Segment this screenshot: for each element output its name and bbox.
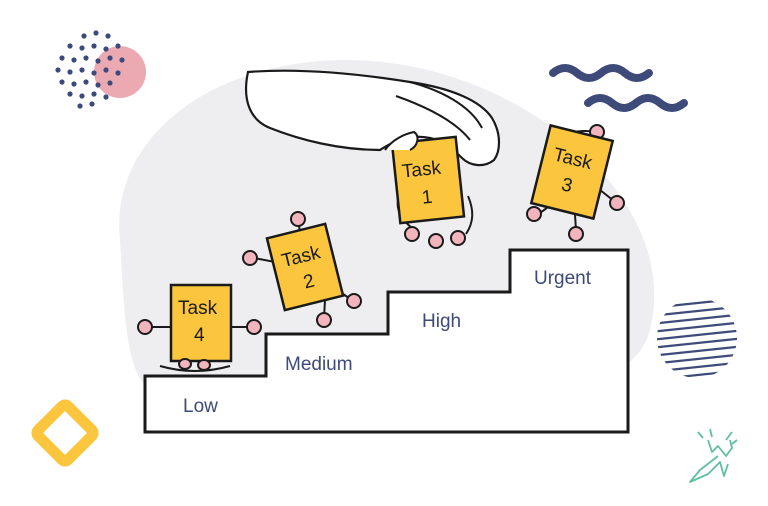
decor-dot xyxy=(107,55,113,61)
decor-dot xyxy=(71,81,77,87)
decor-dot xyxy=(67,43,73,49)
decor-dot xyxy=(103,94,109,100)
step-label-high: High xyxy=(422,311,461,332)
decor-dot xyxy=(67,91,73,97)
decor-dot xyxy=(77,103,83,109)
decor-dot xyxy=(79,93,85,99)
task-3-number: 3 xyxy=(559,174,574,197)
task-1-number: 1 xyxy=(421,187,434,209)
decor-dot xyxy=(59,55,65,61)
decor-dot xyxy=(93,30,99,36)
hand-finger-lines xyxy=(395,81,483,141)
step-label-urgent: Urgent xyxy=(534,268,592,289)
dot-cluster-icon xyxy=(55,30,125,109)
decor-dot xyxy=(107,80,113,86)
decor-dot xyxy=(67,69,73,75)
hand-thumb xyxy=(384,130,419,151)
decor-dot xyxy=(89,101,95,107)
decor-dot xyxy=(103,67,109,73)
decor-dot xyxy=(79,67,85,73)
decor-dot xyxy=(119,57,125,63)
task-1-word: Task xyxy=(401,158,443,183)
staircase xyxy=(143,248,630,434)
decor-dot xyxy=(115,43,121,49)
decor-dot xyxy=(59,79,65,85)
task-card-4: Task 4 xyxy=(137,283,262,372)
decor-dot xyxy=(83,79,89,85)
deer-logo-icon xyxy=(689,428,738,483)
decor-dot xyxy=(91,91,97,97)
task-card-2: Task 2 xyxy=(242,211,362,328)
decor-dot xyxy=(83,55,89,61)
step-label-medium: Medium xyxy=(285,354,353,375)
decor-dot xyxy=(103,46,109,52)
task-2-number: 2 xyxy=(301,271,316,294)
decor-dot xyxy=(79,45,85,51)
task-card-3: Task 3 xyxy=(526,123,625,242)
decor-dot xyxy=(91,70,97,76)
striped-circle-icon xyxy=(657,298,737,378)
decor-dot xyxy=(115,70,121,76)
decor-dot xyxy=(55,67,61,73)
decor-dot xyxy=(105,33,111,39)
decor-dot xyxy=(95,82,101,88)
decor-dot xyxy=(71,57,77,63)
decor-dot xyxy=(81,33,87,39)
task-card-1: Task 1 xyxy=(384,130,474,249)
wave-lines-icon xyxy=(549,64,688,112)
decor-dot xyxy=(91,43,97,49)
diamond-icon xyxy=(31,399,99,467)
task-4-word: Task xyxy=(178,298,218,319)
task-4-number: 4 xyxy=(194,325,205,346)
decor-dot xyxy=(95,58,101,64)
step-label-low: Low xyxy=(183,396,218,417)
